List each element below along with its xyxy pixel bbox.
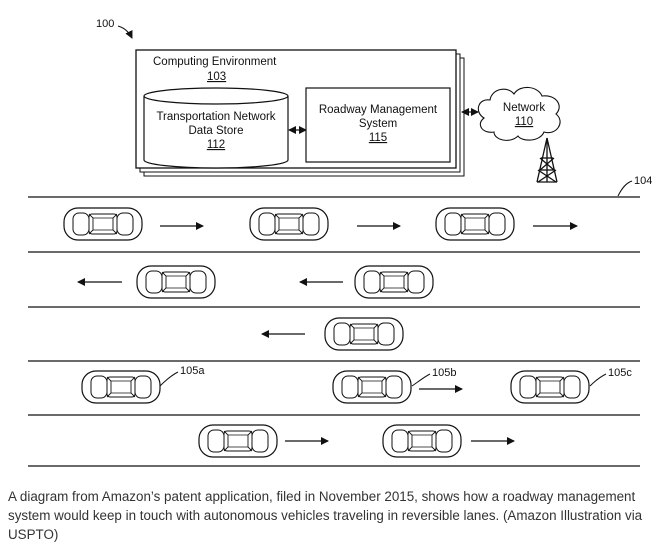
system-ref-leader: [117, 25, 133, 39]
vehicle: [63, 207, 143, 241]
cell-tower-icon: [536, 137, 558, 183]
vehicle: [198, 424, 278, 458]
vehicle-105b-leader: [411, 373, 431, 387]
roadway-management-label-line1: Roadway Management: [319, 104, 438, 116]
figure-caption: A diagram from Amazon’s patent applicati…: [8, 489, 643, 542]
roadway-ref-leader: [617, 180, 633, 197]
roadway-management-label-line2: System: [359, 118, 397, 130]
roadway-management-box: [305, 87, 451, 163]
roadway-lane-lines: [28, 196, 640, 467]
data-store-label-line2: Data Store: [189, 125, 244, 137]
vehicle-105a-label: 105a: [180, 365, 205, 377]
vehicle: [354, 265, 434, 299]
roadway-ref-label: 104: [634, 175, 652, 187]
roadway-management-ref: 115: [369, 132, 387, 144]
network-ref: 110: [515, 116, 533, 128]
vehicle-105a: [81, 370, 161, 404]
computing-environment-ref: 103: [207, 71, 226, 83]
vehicle: [136, 265, 216, 299]
vehicle: [382, 424, 462, 458]
data-store-cylinder: [143, 87, 289, 169]
vehicle: [435, 207, 515, 241]
system-ref-label: 100: [96, 18, 114, 30]
vehicle-105c-label: 105c: [608, 367, 632, 379]
vehicle-105b-label: 105b: [432, 367, 456, 379]
network-cloud: [477, 86, 561, 141]
patent-diagram: 100 Computing Environment 103 Transporta…: [28, 18, 652, 467]
computing-environment-label: Computing Environment: [153, 56, 277, 68]
vehicle: [249, 207, 329, 241]
data-store-ref: 112: [207, 139, 225, 151]
vehicle-105c-leader: [589, 373, 607, 387]
data-store-label-line1: Transportation Network: [156, 111, 275, 123]
vehicle-105a-leader: [159, 371, 179, 387]
vehicle-105b: [332, 370, 412, 404]
vehicle: [324, 317, 404, 351]
vehicle-105c: [510, 370, 590, 404]
network-label: Network: [503, 102, 545, 114]
